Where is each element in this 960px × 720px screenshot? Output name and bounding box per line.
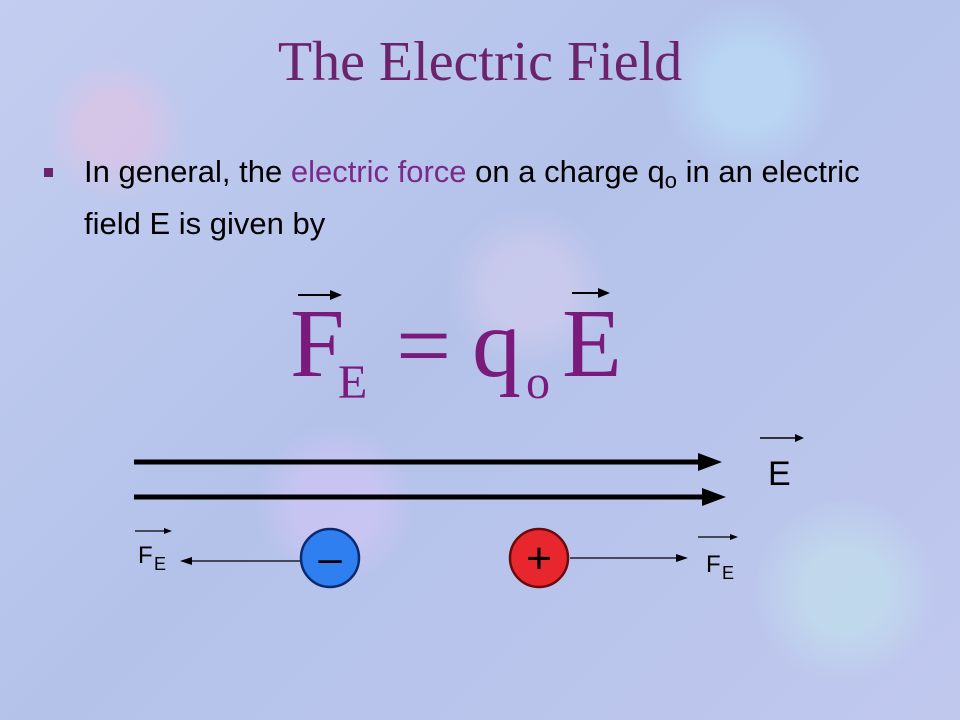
force-symbol: F — [290, 290, 345, 398]
force-vector-arrow — [298, 290, 342, 300]
left-force-letter: F — [138, 542, 153, 569]
charge-subscript: o — [664, 168, 678, 193]
left-force-subscript: E — [154, 554, 166, 574]
field-label: E — [760, 434, 804, 493]
electric-force-highlight: electric force — [290, 154, 467, 189]
charge-subscript-o: o — [526, 356, 550, 409]
field-vector-arrow — [572, 288, 610, 298]
right-force-arrow — [570, 554, 688, 562]
bullet-text-part3: in an electric field E is given by — [84, 154, 860, 241]
bullet-text: In general, the electric force on a char… — [84, 150, 904, 245]
negative-sign: – — [318, 534, 342, 581]
force-subscript: E — [338, 356, 367, 409]
left-force-arrow — [180, 557, 300, 565]
negative-charge: – — [299, 527, 361, 589]
bullet-text-part1: In general, the — [84, 154, 291, 189]
field-line-bottom — [134, 488, 726, 506]
bullet-marker — [44, 168, 53, 177]
force-equation: F E = q o E — [290, 288, 622, 409]
right-force-subscript: E — [722, 563, 734, 583]
right-force-label: F E — [698, 534, 738, 583]
equals-sign: = — [396, 292, 451, 400]
positive-charge: + — [508, 527, 570, 589]
bullet-text-part2: on a charge q — [466, 154, 665, 189]
slide-title: The Electric Field — [277, 31, 683, 93]
field-label-text: E — [768, 455, 791, 493]
positive-sign: + — [526, 534, 552, 583]
field-symbol: E — [562, 290, 622, 398]
left-force-label: F E — [135, 528, 172, 574]
field-line-top — [134, 453, 722, 471]
right-force-letter: F — [706, 551, 721, 578]
charge-symbol: q — [472, 290, 521, 398]
